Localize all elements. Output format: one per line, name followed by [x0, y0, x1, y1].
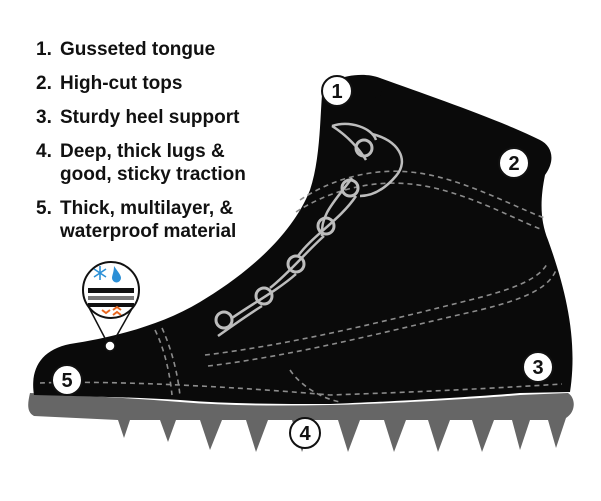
- marker-2: 2: [498, 147, 530, 179]
- marker-4-label: 4: [299, 423, 311, 445]
- marker-3: 3: [522, 351, 554, 383]
- marker-5-label: 5: [61, 370, 72, 392]
- laces: [217, 122, 404, 338]
- legend-item: 5. Thick, multilayer, & waterproof mater…: [36, 197, 270, 243]
- legend-number: 3.: [36, 107, 52, 128]
- material-inset: [82, 261, 140, 352]
- legend-text: Gusseted tongue: [60, 39, 216, 60]
- marker-4: 4: [289, 417, 321, 449]
- snowflake-icon: [93, 266, 107, 280]
- legend-text: Thick, multilayer, & waterproof material: [60, 198, 237, 242]
- legend-item: 1. Gusseted tongue: [36, 38, 270, 61]
- legend-text: High-cut tops: [60, 73, 183, 94]
- marker-2-label: 2: [508, 153, 519, 175]
- legend-text: Sturdy heel support: [60, 107, 240, 128]
- water-drop-icon: [112, 266, 121, 283]
- marker-5: 5: [51, 364, 83, 396]
- legend-number: 4.: [36, 141, 52, 162]
- legend-number: 2.: [36, 73, 52, 94]
- legend-number: 5.: [36, 198, 52, 219]
- legend-item: 3. Sturdy heel support: [36, 106, 270, 129]
- marker-3-label: 3: [532, 357, 543, 379]
- boot-upper: [33, 74, 573, 404]
- legend-item: 4. Deep, thick lugs & good, sticky tract…: [36, 140, 270, 186]
- legend-text: Deep, thick lugs & good, sticky traction: [60, 141, 246, 185]
- lace-eyelets: [214, 138, 374, 330]
- feature-legend: 1. Gusseted tongue 2. High-cut tops 3. S…: [36, 38, 270, 254]
- marker-1: 1: [321, 75, 353, 107]
- legend-item: 2. High-cut tops: [36, 72, 270, 95]
- heat-arrows-icon: [101, 305, 122, 316]
- marker-1-label: 1: [331, 81, 342, 103]
- legend-number: 1.: [36, 39, 52, 60]
- stitching: [39, 170, 563, 403]
